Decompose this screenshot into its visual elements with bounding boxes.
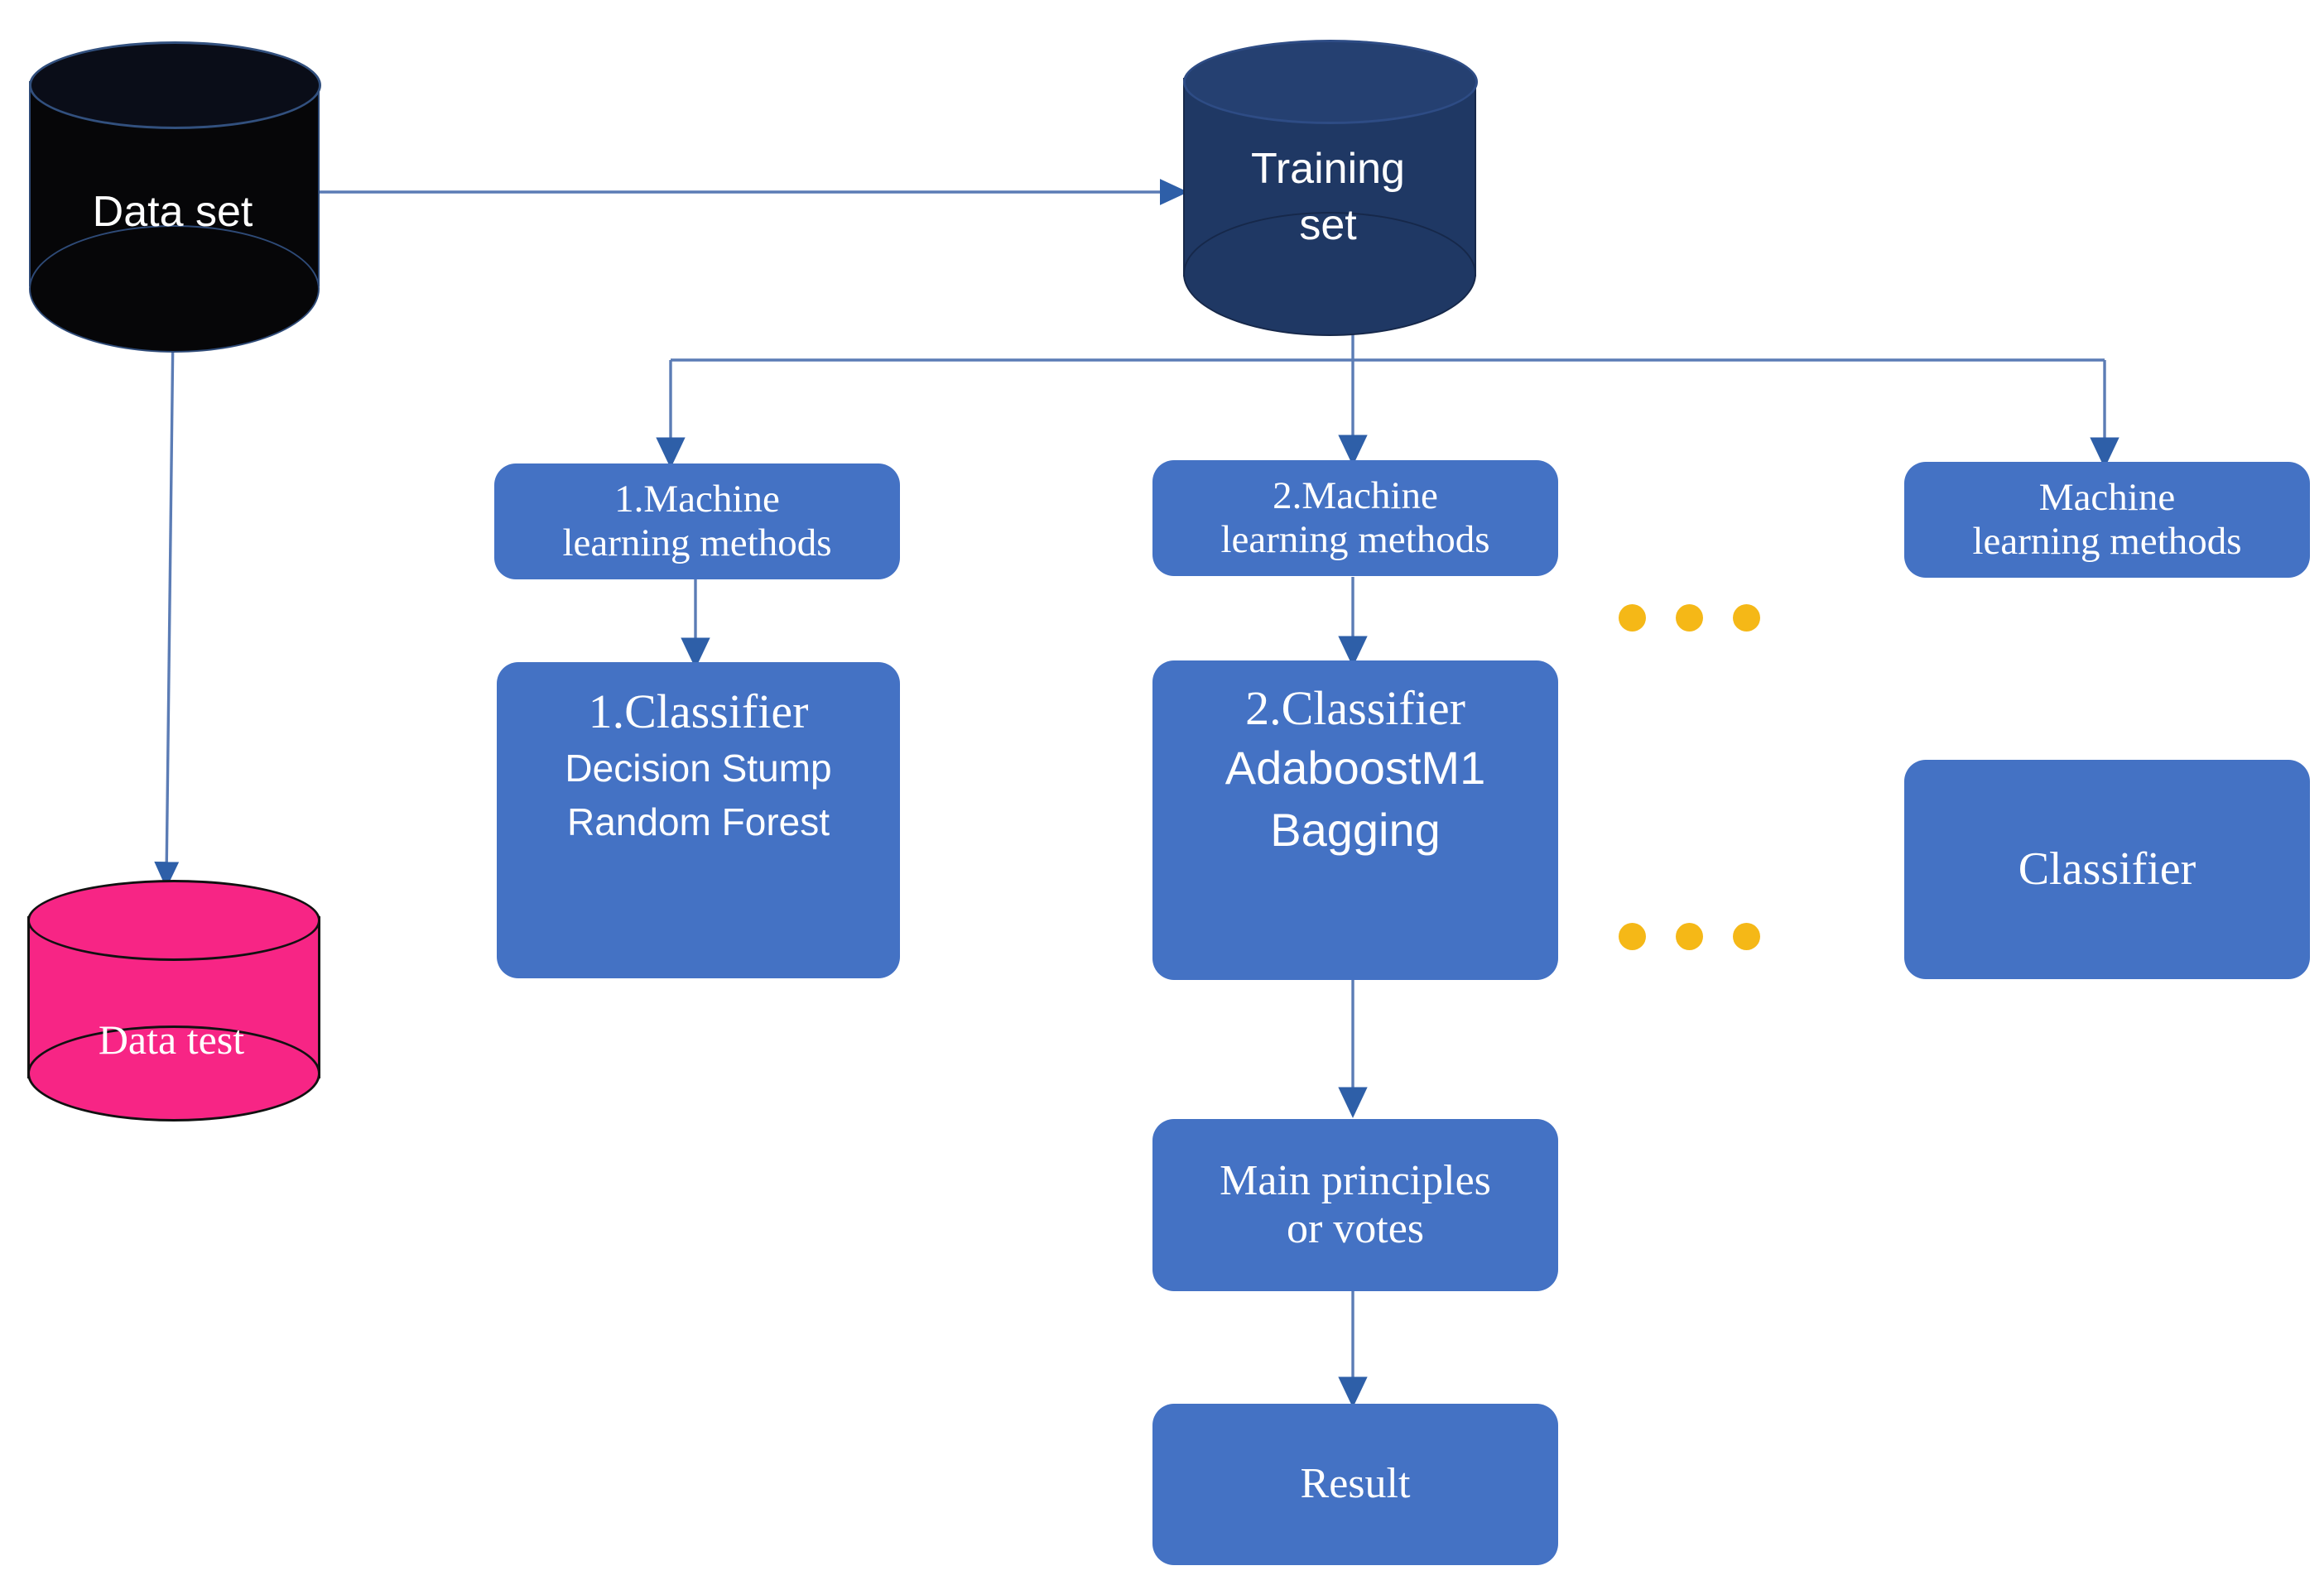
node-data-test[interactable]: Data test	[27, 880, 320, 1122]
node-training-set[interactable]: Training set	[1183, 40, 1478, 336]
ellipsis-classifier-row	[1619, 923, 1760, 950]
classifier-1-item-2: Random Forest	[566, 800, 830, 844]
node-classifier-n[interactable]: Classifier	[1904, 760, 2310, 979]
dot-icon	[1733, 604, 1760, 632]
ml-method-2-line1: 2.Machine	[1273, 474, 1438, 518]
ellipsis-methods-row	[1619, 604, 1760, 632]
ml-method-2-line2: learning methods	[1220, 518, 1490, 561]
classifier-1-item-1: Decision Stump	[565, 746, 832, 790]
classifier-n-title: Classifier	[2018, 843, 2196, 896]
ml-method-n-line1: Machine	[2038, 476, 2176, 520]
node-main-principles[interactable]: Main principles or votes	[1152, 1119, 1558, 1291]
classifier-2-item-1: AdaboostM1	[1225, 741, 1486, 794]
ml-method-n-line2: learning methods	[1972, 520, 2242, 563]
dataset-label: Data set	[92, 188, 253, 236]
training-set-label-line1: Training	[1251, 145, 1405, 193]
node-ml-method-2[interactable]: 2.Machine learning methods	[1152, 460, 1558, 576]
dot-icon	[1733, 923, 1760, 950]
connector-dataset-to-datatest	[154, 327, 180, 889]
main-principles-line1: Main principles	[1220, 1156, 1491, 1204]
dot-icon	[1619, 604, 1646, 632]
dataset-cylinder-top	[29, 41, 321, 129]
classifier-1-title: 1.Classifier	[588, 684, 809, 738]
classifier-2-item-2: Bagging	[1270, 803, 1441, 856]
node-classifier-1[interactable]: 1.Classifier Decision Stump Random Fores…	[497, 662, 900, 978]
main-principles-line2: or votes	[1286, 1205, 1425, 1252]
node-classifier-2[interactable]: 2.Classifier AdaboostM1 Bagging	[1152, 660, 1558, 980]
result-label: Result	[1300, 1460, 1411, 1508]
ml-method-1-line1: 1.Machine	[614, 478, 780, 521]
node-ml-method-1[interactable]: 1.Machine learning methods	[494, 463, 900, 579]
node-result[interactable]: Result	[1152, 1404, 1558, 1565]
node-ml-method-n[interactable]: Machine learning methods	[1904, 462, 2310, 578]
dot-icon	[1619, 923, 1646, 950]
dot-icon	[1676, 604, 1703, 632]
node-dataset[interactable]: Data set	[29, 41, 321, 353]
dot-icon	[1676, 923, 1703, 950]
datatest-cylinder-top	[27, 880, 320, 961]
datatest-cylinder-bottom	[27, 1025, 320, 1122]
training-set-label-line2: set	[1299, 201, 1357, 249]
classifier-2-title: 2.Classifier	[1245, 681, 1465, 735]
ml-method-1-line2: learning methods	[562, 521, 832, 564]
data-test-label: Data test	[98, 1016, 245, 1063]
training-cylinder-top	[1183, 40, 1478, 124]
dataset-cylinder-bottom	[29, 225, 320, 353]
training-cylinder-bottom	[1183, 212, 1476, 336]
